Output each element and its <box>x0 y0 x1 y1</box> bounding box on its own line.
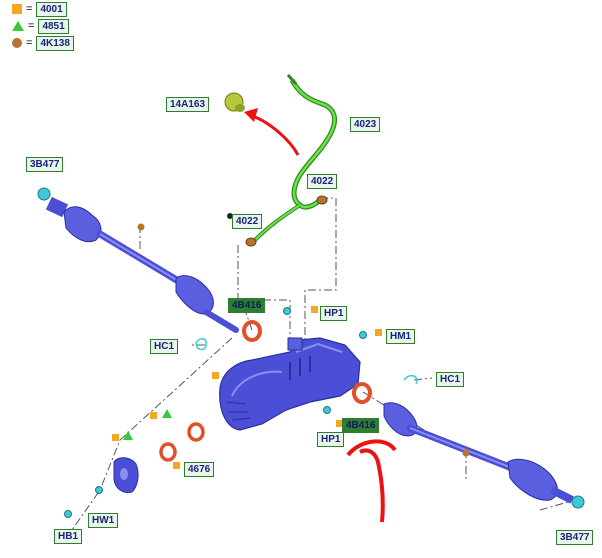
hose-clips <box>245 195 328 247</box>
left-halfshaft <box>45 196 239 333</box>
legend-eq: = <box>26 3 33 15</box>
legend-eq: = <box>28 20 35 32</box>
circle-icon <box>12 38 22 48</box>
legend-item-4851: = 4851 <box>12 18 69 34</box>
part-markers <box>112 213 470 469</box>
left-hub-nut <box>37 187 51 201</box>
red-arrow-bottom <box>346 439 397 523</box>
power-transfer-unit <box>219 337 361 431</box>
legend-code: 4851 <box>38 18 69 34</box>
callout-4B416-upper: 4B416 <box>228 298 266 313</box>
legend-item-4001: = 4001 <box>12 1 67 17</box>
legend-item-4K138: = 4K138 <box>12 35 74 51</box>
callout-HC1-left: HC1 <box>150 339 179 354</box>
bolts <box>64 307 367 518</box>
legend-eq: = <box>26 37 33 49</box>
callout-4676: 4676 <box>184 462 215 477</box>
intermediate-coupling <box>113 457 139 493</box>
right-halfshaft <box>383 402 574 504</box>
legend-code: 4001 <box>36 1 67 17</box>
seals <box>159 320 372 462</box>
retaining-clips <box>195 338 418 385</box>
callout-HW1: HW1 <box>88 513 119 528</box>
triangle-icon <box>12 21 24 31</box>
callout-3B477-right: 3B477 <box>556 530 594 545</box>
callout-4B416-lower: 4B416 <box>342 418 380 433</box>
breather-hose <box>253 74 338 242</box>
square-icon <box>12 4 22 14</box>
red-arrow-top <box>244 108 300 156</box>
callout-4023: 4023 <box>350 117 381 132</box>
callout-14A163: 14A163 <box>166 97 210 112</box>
callout-3B477-left: 3B477 <box>26 157 64 172</box>
right-hub-nut <box>571 495 585 509</box>
callout-HM1: HM1 <box>386 329 416 344</box>
callout-4022-lower: 4022 <box>232 214 263 229</box>
legend-code: 4K138 <box>36 35 74 51</box>
callout-HP1-lower: HP1 <box>317 432 345 447</box>
callout-HC1-right: HC1 <box>436 372 465 387</box>
callout-4022-upper: 4022 <box>307 174 338 189</box>
callout-HP1-upper: HP1 <box>320 306 348 321</box>
callout-HB1: HB1 <box>54 529 83 544</box>
breather-cap <box>224 92 245 112</box>
